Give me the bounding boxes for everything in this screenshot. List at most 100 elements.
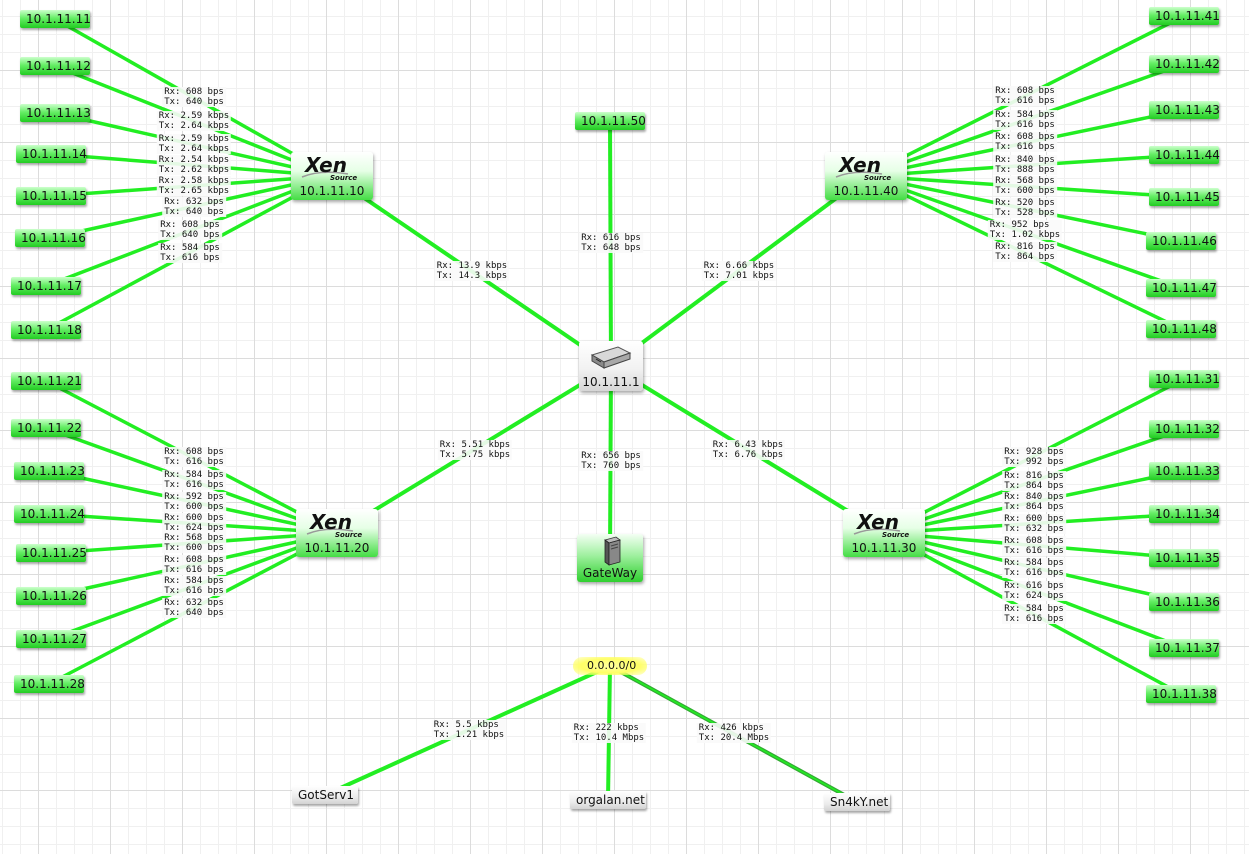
node-vm13[interactable]: 10.1.11.13 xyxy=(20,104,91,122)
node-label: 10.1.11.31 xyxy=(1155,372,1220,386)
node-vm31[interactable]: 10.1.11.31 xyxy=(1149,370,1220,388)
node-vm41[interactable]: 10.1.11.41 xyxy=(1149,7,1220,25)
node-vm18[interactable]: 10.1.11.18 xyxy=(11,321,82,339)
node-sn4ky[interactable]: Sn4kY.net xyxy=(824,793,890,811)
rx-rate: Rx: 6.43 kbps xyxy=(712,440,784,450)
rx-rate: Rx: 584 bps xyxy=(1004,604,1064,614)
node-vm37[interactable]: 10.1.11.37 xyxy=(1149,639,1220,657)
node-host50[interactable]: 10.1.11.50 xyxy=(575,112,646,130)
node-vm38[interactable]: 10.1.11.38 xyxy=(1146,685,1217,703)
node-vm25[interactable]: 10.1.11.25 xyxy=(16,544,87,562)
rx-rate: Rx: 584 bps xyxy=(164,470,224,480)
tx-rate: Tx: 616 bps xyxy=(1004,546,1064,556)
node-label: 10.1.11.20 xyxy=(304,541,370,555)
node-vm21[interactable]: 10.1.11.21 xyxy=(11,372,82,390)
rx-rate: Rx: 600 bps xyxy=(164,513,224,523)
node-vm12[interactable]: 10.1.11.12 xyxy=(20,57,91,75)
node-label: 10.1.11.41 xyxy=(1155,9,1220,23)
node-vm27[interactable]: 10.1.11.27 xyxy=(16,630,87,648)
node-vm32[interactable]: 10.1.11.32 xyxy=(1149,420,1220,438)
node-vm34[interactable]: 10.1.11.34 xyxy=(1149,505,1220,523)
node-vm16[interactable]: 10.1.11.16 xyxy=(15,229,86,247)
rx-rate: Rx: 840 bps xyxy=(1004,492,1064,502)
rx-rate: Rx: 13.9 kbps xyxy=(436,261,508,271)
tx-rate: Tx: 864 bps xyxy=(1004,502,1064,512)
node-vm48[interactable]: 10.1.11.48 xyxy=(1146,320,1217,338)
node-vm44[interactable]: 10.1.11.44 xyxy=(1149,146,1220,164)
node-vm45[interactable]: 10.1.11.45 xyxy=(1149,188,1220,206)
tx-rate: Tx: 2.64 kbps xyxy=(158,144,230,154)
node-vm15[interactable]: 10.1.11.15 xyxy=(16,187,87,205)
node-vm17[interactable]: 10.1.11.17 xyxy=(11,277,82,295)
node-gateway[interactable]: GateWay xyxy=(577,534,643,582)
node-label: 10.1.11.21 xyxy=(17,374,82,388)
tx-rate: Tx: 2.64 kbps xyxy=(158,121,230,131)
node-label: GotServ1 xyxy=(298,788,355,802)
node-label: 10.1.11.35 xyxy=(1155,551,1220,565)
node-vm11[interactable]: 10.1.11.11 xyxy=(20,10,91,28)
node-vm36[interactable]: 10.1.11.36 xyxy=(1149,593,1220,611)
node-vm47[interactable]: 10.1.11.47 xyxy=(1146,279,1217,297)
node-vm22[interactable]: 10.1.11.22 xyxy=(11,419,82,437)
server-tower-icon xyxy=(604,536,621,566)
node-vm28[interactable]: 10.1.11.28 xyxy=(14,675,85,693)
node-label: 10.1.11.27 xyxy=(22,632,87,646)
node-label: 10.1.11.26 xyxy=(22,589,87,603)
node-vm43[interactable]: 10.1.11.43 xyxy=(1149,101,1220,119)
rx-rate: Rx: 5.5 kbps xyxy=(433,720,499,730)
node-vm14[interactable]: 10.1.11.14 xyxy=(16,145,87,163)
node-label: orgalan.net xyxy=(576,793,645,807)
node-label: 10.1.11.15 xyxy=(22,189,87,203)
rx-rate: Rx: 520 bps xyxy=(995,198,1055,208)
node-gotserv[interactable]: GotServ1 xyxy=(292,786,358,804)
node-orgalan[interactable]: orgalan.net xyxy=(570,791,646,809)
node-vm24[interactable]: 10.1.11.24 xyxy=(14,505,85,523)
node-label: 10.1.11.22 xyxy=(17,421,82,435)
node-label: 10.1.11.18 xyxy=(17,323,82,337)
rx-rate: Rx: 616 bps xyxy=(1004,581,1064,591)
tx-rate: Tx: 6.76 kbps xyxy=(712,450,784,460)
node-label: 10.1.11.33 xyxy=(1155,464,1220,478)
rx-rate: Rx: 840 bps xyxy=(995,155,1055,165)
tx-rate: Tx: 616 bps xyxy=(164,480,224,490)
node-label: GateWay xyxy=(582,566,638,580)
node-vm33[interactable]: 10.1.11.33 xyxy=(1149,462,1220,480)
tx-rate: Tx: 616 bps xyxy=(164,457,224,467)
node-vm42[interactable]: 10.1.11.42 xyxy=(1149,55,1220,73)
rx-rate: Rx: 2.58 kbps xyxy=(158,176,230,186)
node-network[interactable]: 0.0.0.0/0 xyxy=(573,657,647,675)
rx-rate: Rx: 608 bps xyxy=(160,220,220,230)
node-label: 10.1.11.28 xyxy=(20,677,85,691)
node-label: 10.1.11.50 xyxy=(581,114,646,128)
svg-text:Xen: Xen xyxy=(303,155,347,177)
rx-rate: Rx: 568 bps xyxy=(995,176,1055,186)
node-router[interactable]: 10.1.11.1 xyxy=(579,341,643,391)
node-label: 10.1.11.13 xyxy=(26,106,91,120)
tx-rate: Tx: 864 bps xyxy=(1004,481,1064,491)
node-vm26[interactable]: 10.1.11.26 xyxy=(16,587,87,605)
node-vm46[interactable]: 10.1.11.46 xyxy=(1146,232,1217,250)
node-vm35[interactable]: 10.1.11.35 xyxy=(1149,549,1220,567)
node-vm23[interactable]: 10.1.11.23 xyxy=(14,462,85,480)
